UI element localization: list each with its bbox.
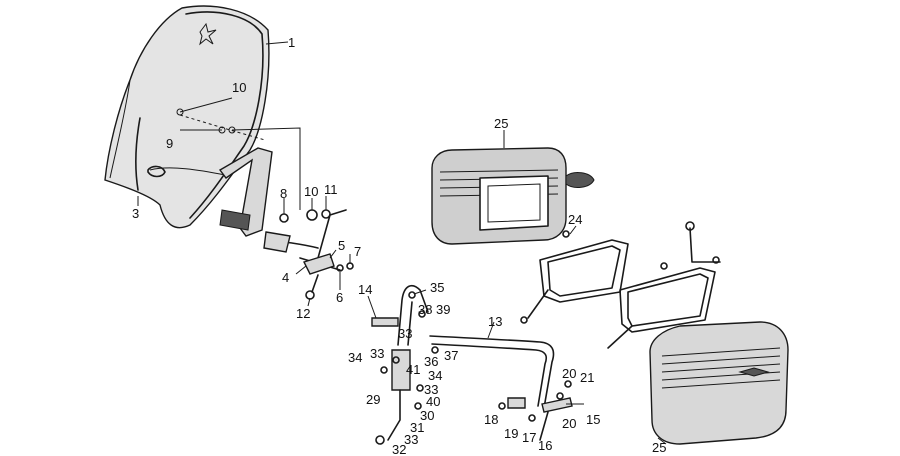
- callout-16: 16: [538, 438, 552, 453]
- callout-38: 38: [418, 302, 432, 317]
- callout-14: 14: [358, 282, 372, 297]
- callout-labels: 1 3 10 9 8 10 11 5 7 4 6 12 14 35 38 39 …: [132, 35, 666, 456]
- windshield-seal: [135, 117, 166, 191]
- pannier-upper: [431, 147, 595, 245]
- callout-37: 37: [444, 348, 458, 363]
- callout-40: 40: [426, 394, 440, 409]
- callout-41: 41: [406, 362, 420, 377]
- callout-25b: 25: [652, 440, 666, 455]
- callout-10b: 10: [304, 184, 318, 199]
- callout-19: 19: [504, 426, 518, 441]
- callout-17: 17: [522, 430, 536, 445]
- windshield-bracket: [218, 147, 273, 237]
- luggage-rail: [429, 335, 555, 409]
- callout-15: 15: [586, 412, 600, 427]
- crash-bar-bracket: [371, 284, 439, 445]
- callout-5: 5: [338, 238, 345, 253]
- callout-1: 1: [288, 35, 295, 50]
- callout-33d: 33: [404, 432, 418, 447]
- pannier-frame-upper: [520, 230, 629, 324]
- callout-8: 8: [280, 186, 287, 201]
- callout-10: 10: [232, 80, 246, 95]
- pannier-frame-lower: [607, 221, 721, 349]
- callout-11: 11: [324, 182, 338, 197]
- callout-4: 4: [282, 270, 289, 285]
- callout-36: 36: [424, 354, 438, 369]
- screw-8: [279, 213, 289, 223]
- callout-7: 7: [354, 244, 361, 259]
- leader-lines: [137, 41, 667, 445]
- callout-6: 6: [336, 290, 343, 305]
- callout-21: 21: [580, 370, 594, 385]
- callout-32: 32: [392, 442, 406, 456]
- callout-39: 39: [436, 302, 450, 317]
- callout-13: 13: [488, 314, 502, 329]
- callout-33b: 33: [370, 346, 384, 361]
- callout-31: 31: [410, 420, 424, 435]
- callout-30: 30: [420, 408, 434, 423]
- washer-10: [306, 209, 318, 221]
- callout-25a: 25: [494, 116, 508, 131]
- support-arm: [263, 209, 354, 300]
- callout-35: 35: [430, 280, 444, 295]
- callout-18: 18: [484, 412, 498, 427]
- callout-29: 29: [366, 392, 380, 407]
- callout-3: 3: [132, 206, 139, 221]
- pannier-lower: [649, 321, 789, 445]
- callout-24: 24: [568, 212, 582, 227]
- callout-9: 9: [166, 136, 173, 151]
- callout-34a: 34: [348, 350, 362, 365]
- rear-bracket-hardware: [498, 380, 573, 441]
- callout-33a: 33: [398, 326, 412, 341]
- callout-34b: 34: [428, 368, 442, 383]
- callout-33c: 33: [424, 382, 438, 397]
- callout-12: 12: [296, 306, 310, 321]
- callout-20a: 20: [562, 366, 576, 381]
- callout-20b: 20: [562, 416, 576, 431]
